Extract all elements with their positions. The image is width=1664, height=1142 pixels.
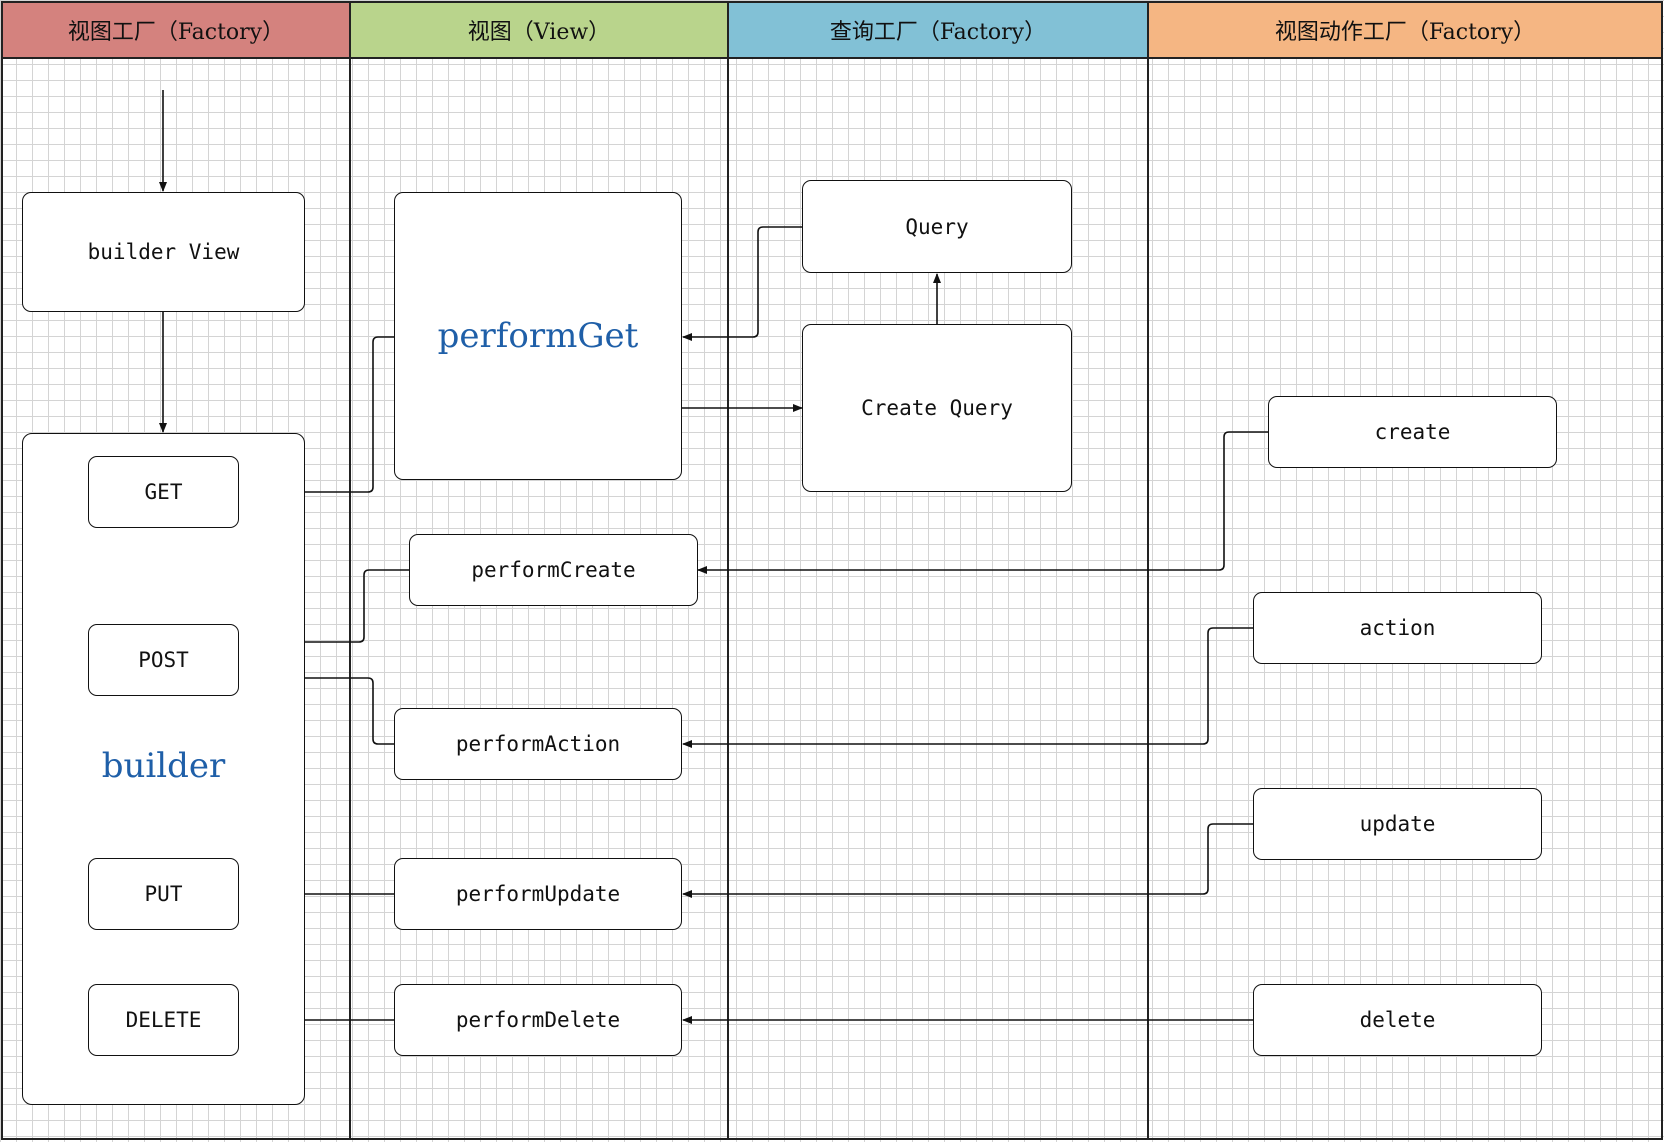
perform-get-label: performGet bbox=[437, 316, 639, 356]
delete-label: delete bbox=[1359, 1008, 1436, 1032]
edge-create-performcreate bbox=[697, 431, 1268, 574]
perform-delete-node[interactable]: performDelete bbox=[394, 984, 682, 1056]
update-label: update bbox=[1359, 812, 1436, 836]
delete-action-node[interactable]: delete bbox=[1253, 984, 1542, 1056]
perform-action-node[interactable]: performAction bbox=[394, 708, 682, 780]
lane-header-view-factory: 视图工厂（Factory） bbox=[1, 1, 351, 59]
update-action-node[interactable]: update bbox=[1253, 788, 1542, 860]
perform-update-label: performUpdate bbox=[455, 882, 621, 906]
perform-update-node[interactable]: performUpdate bbox=[394, 858, 682, 930]
edge-performaction-post bbox=[239, 674, 394, 745]
query-label: Query bbox=[905, 214, 969, 239]
post-label: POST bbox=[138, 648, 189, 672]
builder-view-label: builder View bbox=[87, 240, 240, 264]
action-node[interactable]: action bbox=[1253, 592, 1542, 664]
create-query-node[interactable]: Create Query bbox=[802, 324, 1072, 492]
get-label: GET bbox=[144, 480, 183, 504]
lane-header-view: 视图（View） bbox=[349, 1, 729, 59]
put-label: PUT bbox=[144, 882, 183, 906]
edge-performcreate-post bbox=[239, 569, 409, 646]
lane-header-query-factory: 查询工厂（Factory） bbox=[727, 1, 1149, 59]
create-action-node[interactable]: create bbox=[1268, 396, 1557, 468]
edge-performget-get bbox=[239, 336, 394, 496]
get-method-node[interactable]: GET bbox=[88, 456, 239, 528]
create-query-label: Create Query bbox=[861, 396, 1013, 420]
builder-label: builder bbox=[101, 746, 226, 786]
edge-update-performupdate bbox=[682, 823, 1253, 898]
perform-create-label: performCreate bbox=[471, 558, 636, 582]
post-method-node[interactable]: POST bbox=[88, 624, 239, 696]
builder-view-node[interactable]: builder View bbox=[22, 192, 305, 312]
perform-get-node[interactable]: performGet bbox=[394, 192, 682, 480]
create-label: create bbox=[1374, 420, 1451, 444]
query-node[interactable]: Query bbox=[802, 180, 1072, 273]
perform-create-node[interactable]: performCreate bbox=[409, 534, 698, 606]
lane-view-action-factory bbox=[1147, 59, 1663, 1140]
edge-query-performget bbox=[682, 226, 802, 341]
perform-action-label: performAction bbox=[455, 732, 621, 756]
perform-delete-label: performDelete bbox=[455, 1008, 621, 1032]
delete-method-node[interactable]: DELETE bbox=[88, 984, 239, 1056]
action-label: action bbox=[1359, 616, 1436, 640]
edge-action-performaction bbox=[682, 627, 1253, 748]
put-method-node[interactable]: PUT bbox=[88, 858, 239, 930]
delete-method-label: DELETE bbox=[125, 1008, 202, 1032]
lane-header-view-action-factory: 视图动作工厂（Factory） bbox=[1147, 1, 1663, 59]
builder-container[interactable]: builder bbox=[22, 433, 305, 1105]
